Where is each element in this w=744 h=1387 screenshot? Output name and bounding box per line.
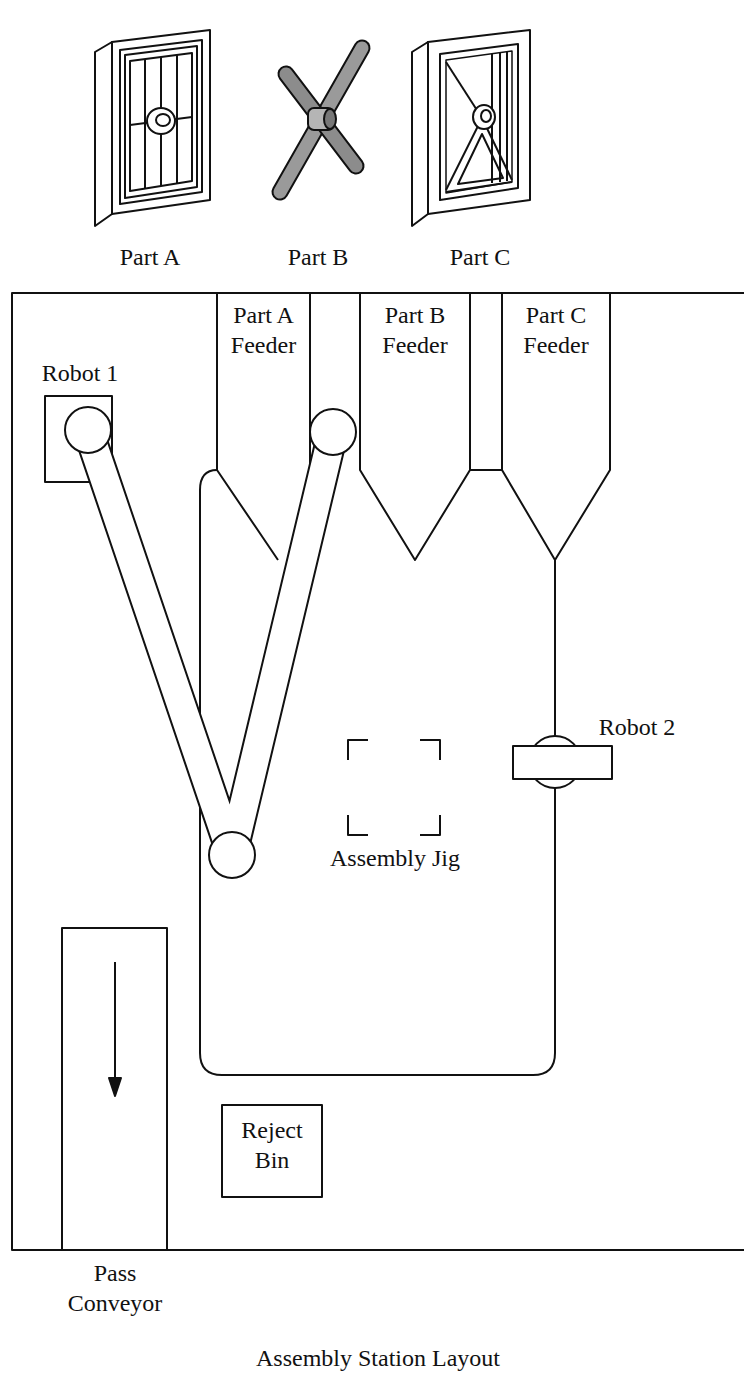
station-node: Reject Bin	[226, 1115, 318, 1175]
node-label: Part B Feeder	[360, 300, 470, 360]
station-node: Part C Feeder	[502, 300, 610, 360]
figure-caption: Assembly Station Layout	[140, 1343, 616, 1373]
node-label: Robot 2	[599, 712, 676, 742]
station-node: Robot 1	[20, 358, 140, 388]
part-name: Part C	[420, 242, 540, 272]
feeder-outline	[360, 293, 470, 560]
node-label: Reject Bin	[226, 1115, 318, 1175]
robot-2-carriage	[513, 746, 612, 779]
station-node: Part B Feeder	[360, 300, 470, 360]
pass-conveyor-belt	[62, 928, 167, 1250]
jig-corners	[348, 740, 440, 835]
part-name: Part B	[258, 242, 378, 272]
station-node: Assembly Jig	[300, 843, 490, 873]
conveyor-arrowhead	[109, 1078, 121, 1096]
reject-bin-box	[222, 1105, 322, 1197]
station-node: Part A Feeder	[217, 300, 310, 360]
part-c-drawing	[412, 30, 530, 226]
feeder-outline	[470, 293, 610, 560]
node-label: Robot 1	[42, 358, 119, 388]
part-b-drawing	[280, 48, 362, 192]
part-name: Part A	[90, 242, 210, 272]
station-node: Pass Conveyor	[50, 1258, 180, 1318]
robot-1-arm	[65, 407, 356, 878]
station-frame	[12, 293, 744, 1250]
node-label: Part C Feeder	[502, 300, 610, 360]
conveyor-direction	[114, 962, 116, 1080]
node-label: Part A Feeder	[217, 300, 310, 360]
node-label: Assembly Jig	[330, 843, 460, 873]
station-node: Robot 2	[582, 712, 692, 742]
node-label: Pass Conveyor	[50, 1258, 180, 1318]
part-a-drawing	[95, 30, 210, 226]
